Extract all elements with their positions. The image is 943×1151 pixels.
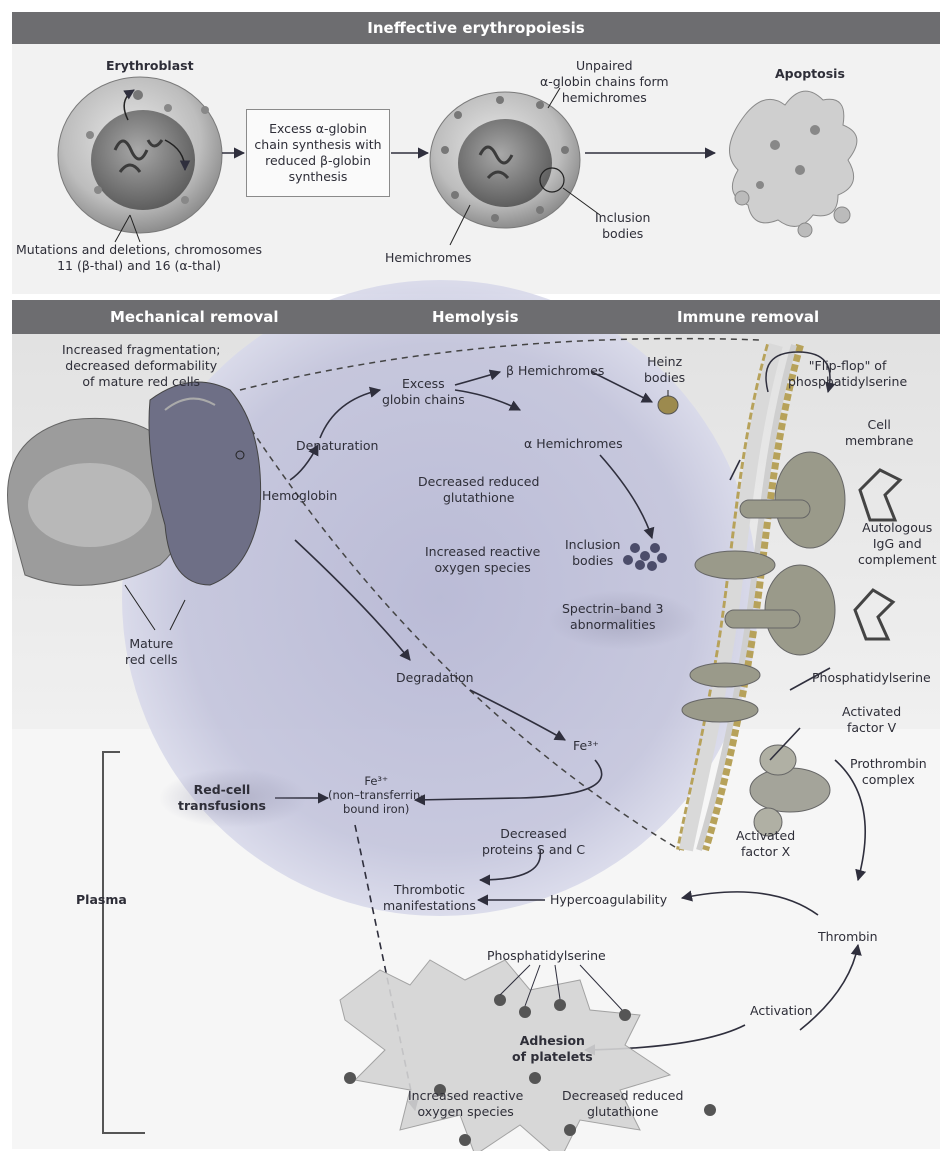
label-denaturation: Denaturation xyxy=(296,438,378,454)
label-flip-flop: "Flip-flop" of phosphatidylserine xyxy=(788,358,907,390)
label-hypercoagulability: Hypercoagulability xyxy=(550,892,667,908)
label-increased-ros-mid: Increased reactive oxygen species xyxy=(425,544,540,576)
label-activated-factor-v: Activated factor V xyxy=(842,704,901,736)
label-activation: Activation xyxy=(750,1003,813,1019)
label-increased-ros-plasma: Increased reactive oxygen species xyxy=(408,1088,523,1120)
label-thrombotic-manifestations: Thrombotic manifestations xyxy=(383,882,476,914)
label-plasma: Plasma xyxy=(76,892,127,908)
label-spectrin-band3: Spectrin–band 3 abnormalities xyxy=(562,601,664,633)
label-adhesion-of-platelets: Adhesion of platelets xyxy=(512,1033,593,1065)
label-hemoglobin: Hemoglobin xyxy=(262,488,337,504)
label-phosphatidylserine-platelets: Phosphatidylserine xyxy=(487,948,606,964)
label-degradation: Degradation xyxy=(396,670,474,686)
label-beta-hemichromes: β Hemichromes xyxy=(506,363,604,379)
banner-immune-removal: Immune removal xyxy=(677,300,819,334)
label-heinz-bodies: Heinz bodies xyxy=(644,354,685,386)
label-unpaired-alpha: Unpaired α-globin chains form hemichrome… xyxy=(540,58,669,106)
label-inclusion-bodies-mid: Inclusion bodies xyxy=(565,537,620,569)
label-fragmentation: Increased fragmentation; decreased defor… xyxy=(62,342,220,390)
label-red-cell-transfusions: Red-cell transfusions xyxy=(178,782,266,814)
label-fe3: Fe³⁺ xyxy=(573,738,599,754)
label-excess-globin-chains: Excess globin chains xyxy=(382,376,465,408)
banner-ineffective-erythropoiesis: Ineffective erythropoiesis xyxy=(12,12,940,44)
label-mature-red-cells: Mature red cells xyxy=(125,636,177,668)
label-thrombin: Thrombin xyxy=(818,929,878,945)
label-inclusion-bodies-top: Inclusion bodies xyxy=(595,210,650,242)
label-apoptosis: Apoptosis xyxy=(775,66,845,82)
label-activated-factor-x: Activated factor X xyxy=(736,828,795,860)
banner-hemolysis: Mechanical removal Hemolysis Immune remo… xyxy=(12,300,940,334)
banner-hemolysis-label: Hemolysis xyxy=(432,300,519,334)
label-ntbi: Fe³⁺ (non–transferrin- bound iron) xyxy=(328,774,424,816)
excess-alpha-globin-box: Excess α-globin chain synthesis with red… xyxy=(246,109,390,197)
label-decreased-glutathione-plasma: Decreased reduced glutathione xyxy=(562,1088,683,1120)
label-cell-membrane: Cell membrane xyxy=(845,417,913,449)
label-erythroblast: Erythroblast xyxy=(106,58,194,74)
label-decreased-glutathione-mid: Decreased reduced glutathione xyxy=(418,474,539,506)
banner-mechanical-removal: Mechanical removal xyxy=(110,300,279,334)
label-hemichromes: Hemichromes xyxy=(385,250,471,266)
label-decreased-proteins: Decreased proteins S and C xyxy=(482,826,585,858)
label-phosphatidylserine-membrane: Phosphatidylserine xyxy=(812,670,931,686)
label-prothrombin-complex: Prothrombin complex xyxy=(850,756,927,788)
label-excess-alpha-globin: Excess α-globin chain synthesis with red… xyxy=(254,121,381,185)
label-autologous-igg: Autologous IgG and complement xyxy=(858,520,937,568)
label-alpha-hemichromes: α Hemichromes xyxy=(524,436,623,452)
label-mutations: Mutations and deletions, chromosomes 11 … xyxy=(16,242,262,274)
